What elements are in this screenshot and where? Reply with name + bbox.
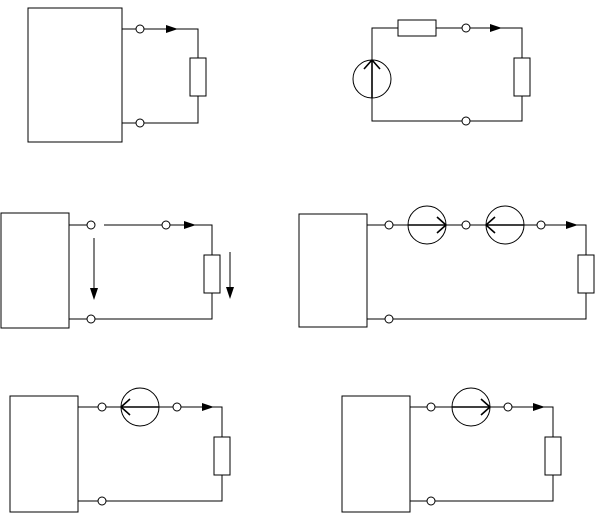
wire (372, 28, 398, 60)
two-terminal-network-box (28, 8, 122, 142)
wire (144, 29, 198, 58)
circuit-panel-d (299, 206, 594, 327)
current-arrow (533, 403, 545, 411)
current-arrow (566, 221, 578, 229)
voltage-source (353, 60, 391, 98)
resistor (545, 437, 561, 475)
two-terminal-network-box (299, 214, 367, 327)
voltage-source (452, 388, 490, 426)
voltage-arrow (90, 238, 98, 300)
terminal (427, 403, 435, 411)
terminal (504, 403, 512, 411)
terminal (462, 117, 470, 125)
terminal (87, 315, 95, 323)
circuit-panel-a (28, 8, 206, 142)
wire (470, 28, 522, 58)
voltage-arrow (226, 252, 234, 299)
terminal (385, 315, 393, 323)
wire (106, 475, 222, 501)
two-terminal-network-box (342, 396, 410, 512)
resistor (578, 255, 594, 293)
terminal (136, 25, 144, 33)
resistor (190, 58, 206, 96)
current-arrow (166, 25, 178, 33)
terminal (162, 221, 170, 229)
resistor (214, 437, 230, 475)
terminal (136, 119, 144, 127)
current-arrow (202, 403, 214, 411)
voltage-source (121, 388, 159, 426)
terminal (98, 497, 106, 505)
wire (435, 475, 553, 501)
wire (512, 407, 553, 437)
wire (144, 96, 198, 123)
circuit-panel-c (1, 213, 234, 328)
resistor (398, 20, 436, 36)
terminal (87, 221, 95, 229)
two-terminal-network-box (1, 213, 69, 328)
wire (181, 407, 222, 437)
resistor (514, 58, 530, 96)
circuit-panel-b (353, 20, 530, 125)
voltage-source (486, 206, 524, 244)
terminal (385, 221, 393, 229)
wire (393, 293, 586, 319)
voltage-source (408, 206, 446, 244)
wire (170, 225, 212, 255)
terminal (98, 403, 106, 411)
current-arrow (184, 221, 196, 229)
wire (545, 225, 586, 255)
terminal (462, 24, 470, 32)
wire (372, 98, 462, 121)
terminal (462, 221, 470, 229)
circuit-panel-e (10, 388, 230, 512)
terminal (173, 403, 181, 411)
two-terminal-network-box (10, 396, 78, 512)
wire (470, 96, 522, 121)
terminal (537, 221, 545, 229)
terminal (427, 497, 435, 505)
current-arrow (490, 24, 502, 32)
circuit-panel-f (342, 388, 561, 512)
wire (95, 293, 212, 319)
resistor (204, 255, 220, 293)
